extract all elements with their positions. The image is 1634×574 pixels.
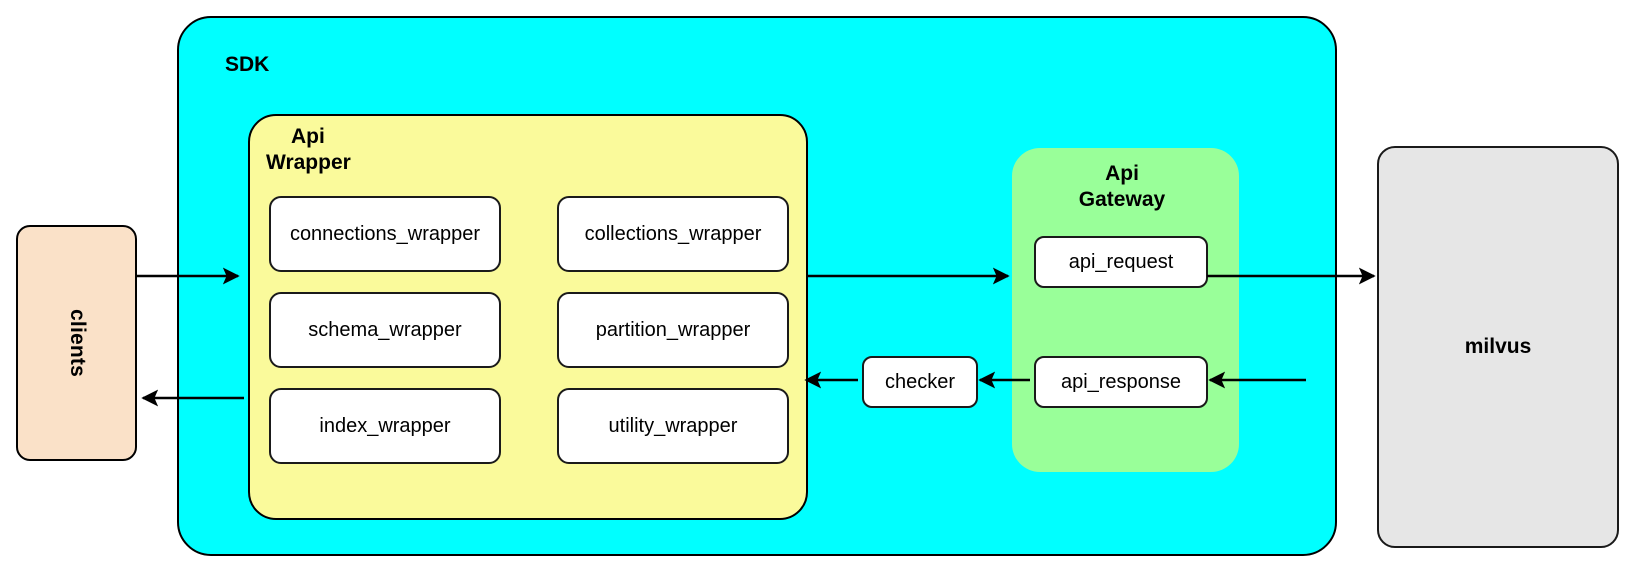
clients-node[interactable]: clients (16, 225, 137, 461)
wrapper-cell-utility[interactable]: utility_wrapper (557, 388, 789, 464)
api-wrapper-label: Api Wrapper (266, 124, 406, 177)
checker-node[interactable]: checker (862, 356, 978, 408)
api-gateway-label-line1: Api (1105, 162, 1139, 185)
wrapper-cell-connections[interactable]: connections_wrapper (269, 196, 501, 272)
wrapper-cell-schema[interactable]: schema_wrapper (269, 292, 501, 368)
clients-label: clients (65, 309, 89, 377)
api-gateway-container[interactable]: Api Gateway api_request api_response (1012, 148, 1239, 472)
sdk-label: SDK (225, 53, 270, 76)
gateway-cell-api-request[interactable]: api_request (1034, 236, 1208, 288)
wrapper-cell-index[interactable]: index_wrapper (269, 388, 501, 464)
milvus-node[interactable]: milvus (1377, 146, 1619, 548)
sdk-container[interactable]: SDK Api Wrapper connections_wrapper coll… (177, 16, 1337, 556)
wrapper-cell-collections[interactable]: collections_wrapper (557, 196, 789, 272)
api-wrapper-container[interactable]: Api Wrapper connections_wrapper collecti… (248, 114, 808, 520)
api-wrapper-label-line1: Api (291, 125, 325, 148)
api-gateway-label-line2: Gateway (1078, 188, 1166, 212)
gateway-cell-api-response[interactable]: api_response (1034, 356, 1208, 408)
wrapper-cell-partition[interactable]: partition_wrapper (557, 292, 789, 368)
api-wrapper-label-line2: Wrapper (266, 151, 351, 175)
api-gateway-label: Api Gateway (1022, 161, 1222, 214)
